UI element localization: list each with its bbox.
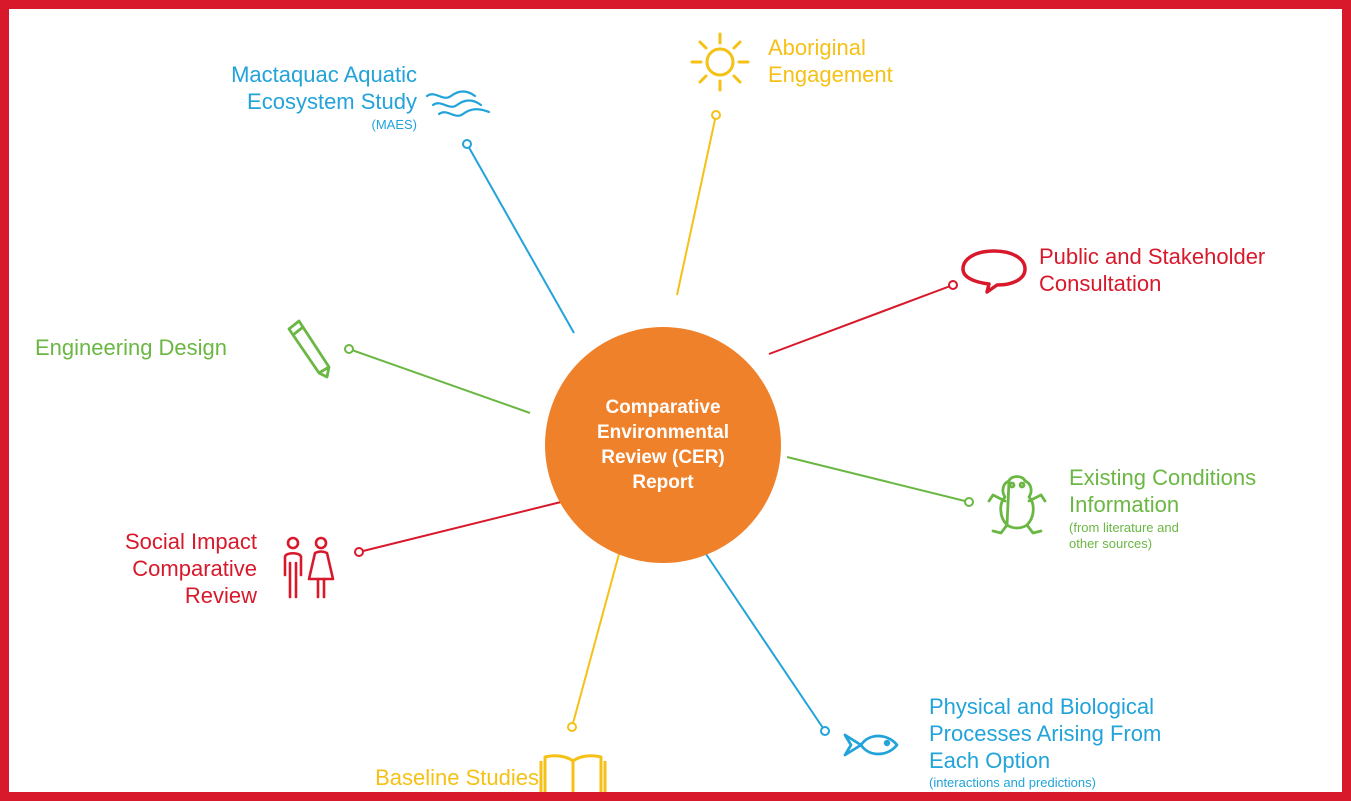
connector-end-physical [820,726,830,736]
connector-end-engineering [344,344,354,354]
connector-existing [786,456,970,503]
node-physical-subtitle: (interactions and predictions) [929,775,1096,790]
connector-engineering [348,348,531,414]
book-icon [539,754,607,792]
connector-social [358,501,562,553]
connector-end-maes [462,139,472,149]
connector-end-existing [964,497,974,507]
connector-end-baseline [567,722,577,732]
connector-baseline [571,553,620,728]
node-maes-subtitle: (MAES) [371,117,418,132]
people-icon [283,536,335,599]
node-public-title: Public and Stakeholder Consultation [1039,244,1266,296]
hub-label: Comparative Environmental Review (CER) R… [597,397,729,493]
pencil-icon [287,319,331,379]
connector-maes [466,143,575,334]
connector-end-aboriginal [711,110,721,120]
connector-public [768,284,954,355]
connector-aboriginal [676,114,717,296]
node-existing-title: Existing Conditions Information [1069,465,1257,517]
fish-icon [843,733,899,757]
sun-icon [690,32,750,92]
connector-physical [705,553,826,732]
speech-bubble-icon [961,249,1027,294]
node-social-title: Social Impact Comparative Review [124,529,257,608]
frog-icon [987,475,1047,535]
node-maes-title: Mactaquac Aquatic Ecosystem Study [231,62,417,114]
node-physical-title: Physical and Biological Processes Arisin… [929,694,1162,773]
node-engineering-title: Engineering Design [35,335,228,360]
hub-circle: Comparative Environmental Review (CER) R… [545,327,781,563]
node-existing-subtitle: (from literature and other sources) [1069,520,1179,551]
connector-end-public [948,280,958,290]
connector-lines [344,110,974,736]
connector-end-social [354,547,364,557]
node-baseline-title: Baseline Studies [375,765,539,790]
node-aboriginal-title: Aboriginal Engagement [768,35,893,87]
waves-icon [425,90,491,117]
